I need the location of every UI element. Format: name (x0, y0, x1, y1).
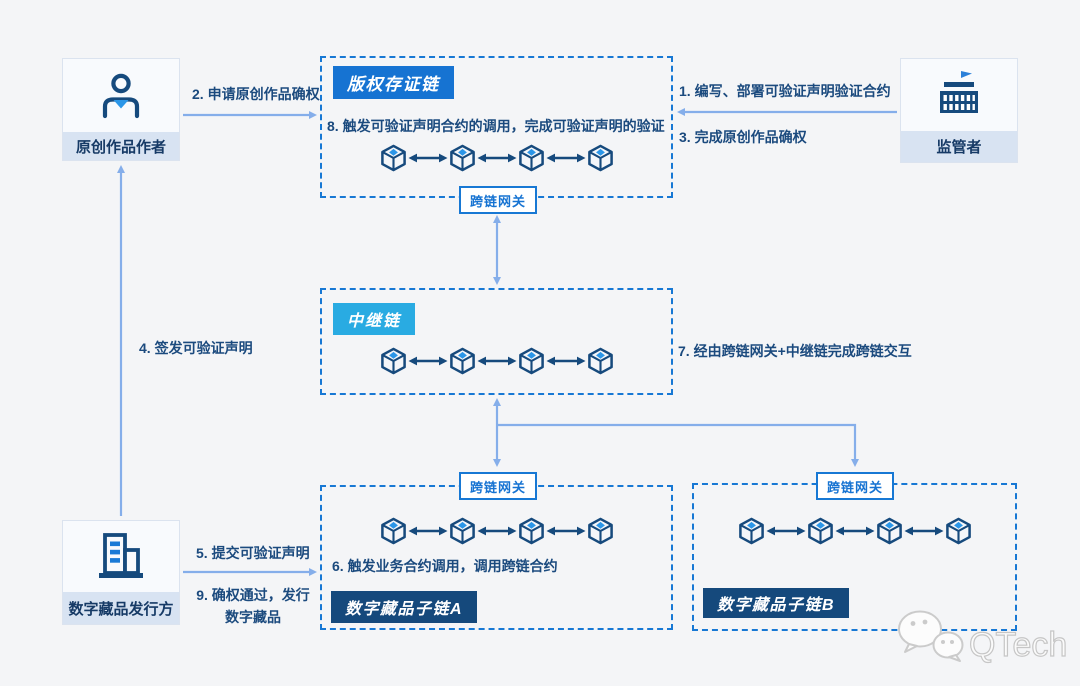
blockchain-cube-icon (518, 517, 544, 545)
blockchain-cube-icon (587, 517, 613, 545)
double-arrow-icon (766, 526, 805, 536)
step5-label: 5. 提交可验证声明 (196, 545, 310, 561)
blockchain-cube-icon (587, 347, 613, 375)
subchain-a-nodes (322, 517, 671, 545)
blockchain-cube-icon (807, 517, 833, 545)
regulator-box: 监管者 (900, 58, 1018, 163)
government-building-icon (901, 59, 1017, 131)
issuer-label: 数字藏品发行方 (63, 592, 179, 624)
subchain-a-box: 6. 触发业务合约调用，调用跨链合约 数字藏品子链A (320, 485, 673, 630)
gateway-copyright: 跨链网关 (459, 186, 537, 214)
watermark-text: QTech (969, 626, 1067, 664)
step3-label: 3. 完成原创作品确权 (679, 129, 807, 145)
double-arrow-icon (546, 526, 585, 536)
double-arrow-icon (408, 526, 447, 536)
blockchain-cube-icon (518, 144, 544, 172)
double-arrow-icon (477, 356, 516, 366)
step9-label: 9. 确权通过，发行 数字藏品 (183, 585, 323, 628)
blockchain-cube-icon (449, 517, 475, 545)
blockchain-cube-icon (380, 144, 406, 172)
blockchain-cube-icon (449, 347, 475, 375)
issuer-box: 数字藏品发行方 (62, 520, 180, 625)
step9-line2: 数字藏品 (225, 608, 281, 625)
blockchain-cube-icon (449, 144, 475, 172)
gateway-subchain-b: 跨链网关 (816, 472, 894, 500)
blockchain-cube-icon (380, 347, 406, 375)
step1-label: 1. 编写、部署可验证声明验证合约 (679, 83, 891, 99)
blockchain-cube-icon (380, 517, 406, 545)
double-arrow-icon (408, 153, 447, 163)
double-arrow-icon (546, 356, 585, 366)
blockchain-cube-icon (738, 517, 764, 545)
double-arrow-icon (904, 526, 943, 536)
author-box: 原创作品作者 (62, 58, 180, 161)
double-arrow-icon (408, 356, 447, 366)
double-arrow-icon (477, 526, 516, 536)
double-arrow-icon (477, 153, 516, 163)
blockchain-cube-icon (518, 347, 544, 375)
copyright-chain-box: 版权存证链 8. 触发可验证声明合约的调用，完成可验证声明的验证 (320, 56, 673, 198)
subchain-b-nodes (694, 517, 1015, 545)
relay-chain-title-badge: 中继链 (333, 303, 416, 335)
blockchain-cube-icon (876, 517, 902, 545)
double-arrow-icon (835, 526, 874, 536)
person-icon (63, 59, 179, 132)
regulator-label: 监管者 (901, 131, 1017, 162)
step7-label: 7. 经由跨链网关+中继链完成跨链交互 (678, 343, 912, 359)
office-building-icon (63, 521, 179, 592)
relay-chain-nodes (322, 347, 671, 375)
copyright-chain-nodes (322, 144, 671, 172)
wechat-icon (898, 610, 964, 662)
double-arrow-icon (546, 153, 585, 163)
gateway-label: 跨链网关 (469, 193, 526, 209)
step4-label: 4. 签发可验证声明 (139, 340, 253, 356)
blockchain-cube-icon (587, 144, 613, 172)
step2-label: 2. 申请原创作品确权 (192, 86, 320, 102)
wechat-qtech-watermark: QTech (893, 606, 1068, 673)
blockchain-cube-icon (945, 517, 971, 545)
gateway-label: 跨链网关 (826, 479, 883, 495)
copyright-chain-title-badge: 版权存证链 (333, 66, 454, 99)
step6-label: 6. 触发业务合约调用，调用跨链合约 (332, 558, 558, 574)
gateway-subchain-a: 跨链网关 (459, 472, 537, 500)
step8-label: 8. 触发可验证声明合约的调用，完成可验证声明的验证 (327, 118, 665, 134)
gateway-label: 跨链网关 (469, 479, 526, 495)
relay-chain-box: 中继链 (320, 288, 673, 395)
subchain-b-title-badge: 数字藏品子链B (703, 588, 850, 618)
subchain-a-title-badge: 数字藏品子链A (331, 591, 478, 623)
author-label: 原创作品作者 (63, 132, 179, 160)
step9-line1: 9. 确权通过，发行 (196, 587, 310, 603)
arrow-relay-gateway-b (497, 423, 859, 467)
